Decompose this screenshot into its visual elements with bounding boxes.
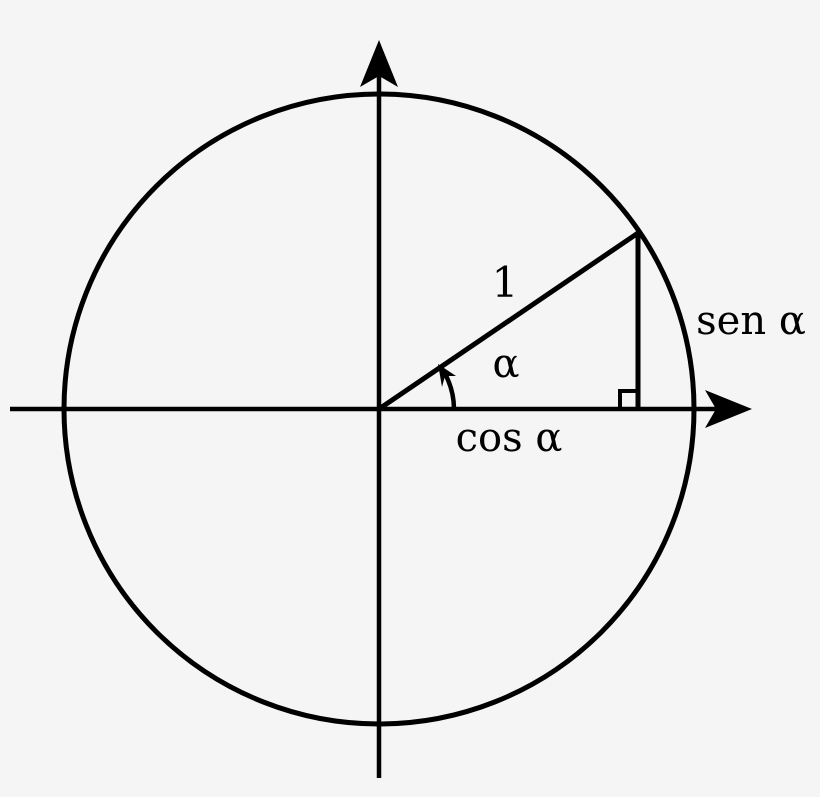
y-axis-arrowhead xyxy=(360,40,398,87)
right-angle-marker xyxy=(618,389,638,409)
angle-label: α xyxy=(492,341,519,387)
angle-arc-arrowhead xyxy=(438,364,456,387)
angle-arc xyxy=(442,370,457,410)
sine-label: sen α xyxy=(696,298,806,344)
radius-line xyxy=(377,230,640,412)
x-axis-arrowhead xyxy=(705,390,752,428)
cosine-label: cos α xyxy=(456,415,563,461)
hypotenuse-label: 1 xyxy=(492,258,519,307)
